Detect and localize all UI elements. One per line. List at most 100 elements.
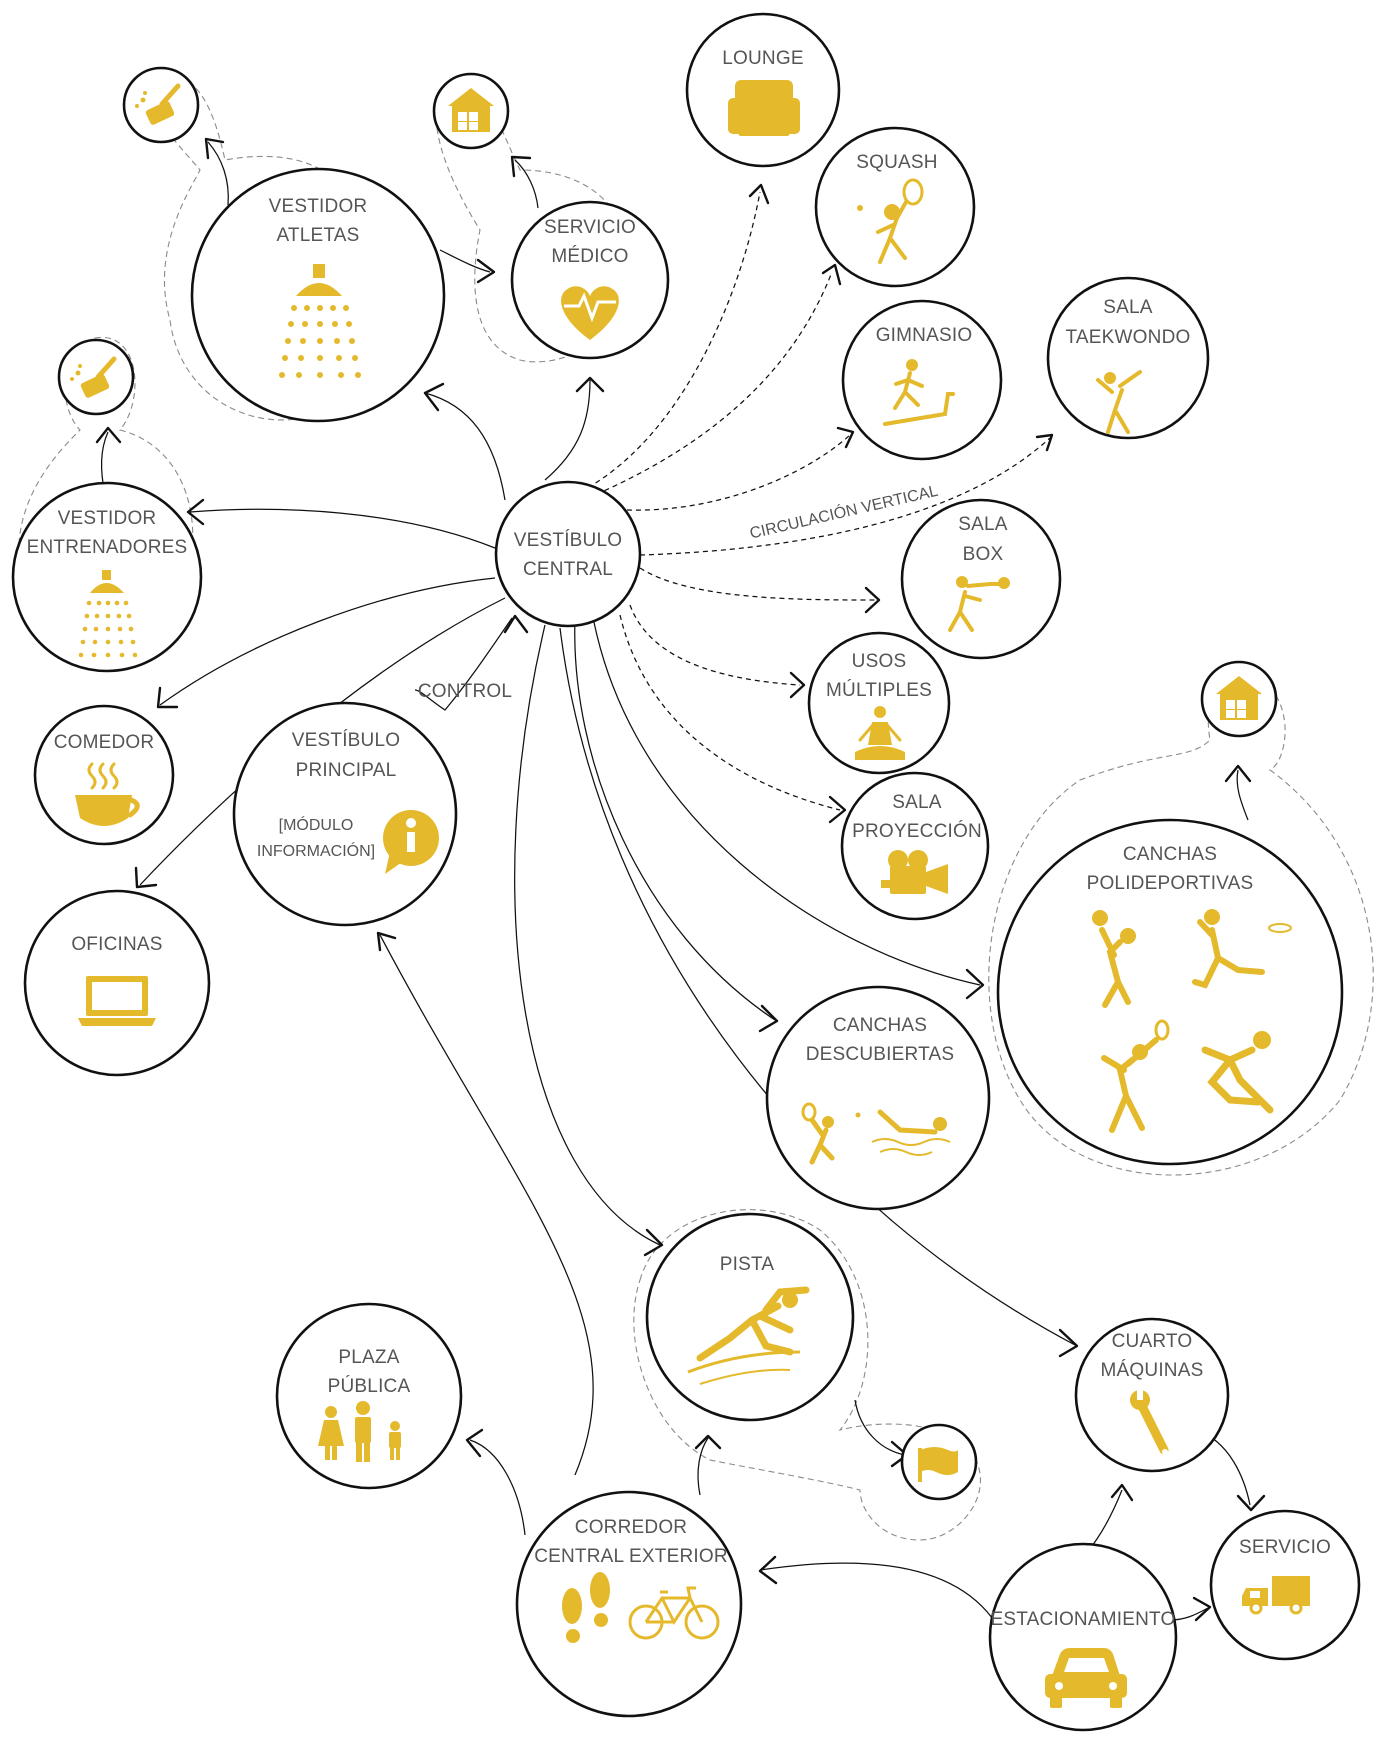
- node-servicio-medico: SERVICIO MÉDICO: [510, 200, 670, 360]
- node-servicio: SERVICIO: [1209, 1509, 1361, 1661]
- edge-central-vestidor-entrenadores: [189, 508, 496, 549]
- node-vestidor-atletas-line1: VESTIDOR: [269, 196, 368, 217]
- arrow-box: [864, 586, 881, 614]
- satellite-warehouse-1: [432, 72, 510, 150]
- node-plaza-publica: PLAZA PÚBLICA: [275, 1302, 463, 1490]
- boxer-icon: [948, 576, 1010, 632]
- halo-pista: [633, 1209, 981, 1541]
- satellite-flag: [900, 1423, 978, 1501]
- arrow-vestidor-atletas: [423, 382, 445, 412]
- car-icon: [1045, 1648, 1127, 1708]
- edge-corredor-pista: [697, 1437, 709, 1496]
- node-corredor-central-exterior: CORREDOR CENTRAL EXTERIOR: [515, 1490, 743, 1718]
- arrow-servicio: [1192, 1596, 1212, 1622]
- meditation-icon: [855, 706, 905, 760]
- arrowheads: [95, 137, 1266, 1622]
- edge-pista-satellite: [854, 1399, 906, 1456]
- edge-label-control: CONTROL: [418, 681, 512, 702]
- edge-central-comedor: [159, 577, 496, 706]
- edge-dash-proyeccion: [619, 614, 841, 811]
- edge-atletas-medico: [439, 249, 491, 273]
- warehouse-icon: [448, 88, 494, 132]
- node-squash-label: SQUASH: [856, 152, 937, 173]
- arrow-corredor-pista: [694, 1434, 722, 1450]
- cleaning-icon: [70, 356, 117, 398]
- node-plaza-publica-line1: PLAZA: [338, 1347, 399, 1368]
- node-servicio-medico-line1: SERVICIO: [544, 217, 636, 238]
- halo-canchas-polideportivas: [988, 669, 1374, 1176]
- warehouse-icon: [1216, 676, 1262, 720]
- arrow-corredor-vestibulo-principal: [376, 931, 397, 952]
- arrow-gimnasio: [836, 426, 855, 449]
- edge-medico-satellite: [514, 159, 539, 209]
- info-bubble-icon: [383, 810, 439, 874]
- arrow-proyeccion: [828, 795, 847, 824]
- satellite-cleaning-1: [122, 66, 200, 144]
- node-canchas-descubiertas-line1: CANCHAS: [833, 1015, 927, 1036]
- arrow-cuarto-servicio: [1236, 1494, 1266, 1512]
- node-vestidor-entrenadores-line1: VESTIDOR: [58, 508, 157, 529]
- arrow-cuarto-maquinas: [1058, 1328, 1079, 1358]
- node-sala-taekwondo-line1: SALA: [1103, 297, 1153, 318]
- node-comedor: COMEDOR: [33, 704, 175, 846]
- heart-pulse-icon: [561, 286, 619, 340]
- node-servicio-label: SERVICIO: [1239, 1537, 1331, 1558]
- node-cuarto-maquinas-line2: MÁQUINAS: [1101, 1360, 1204, 1381]
- cleaning-icon: [135, 83, 181, 125]
- node-pista-label: PISTA: [720, 1254, 775, 1275]
- node-usos-multiples-line1: USOS: [852, 651, 907, 672]
- arrow-canchas-satellite: [1224, 764, 1252, 783]
- node-servicio-medico-line2: MÉDICO: [551, 246, 628, 267]
- kick-icon: [1096, 370, 1142, 434]
- node-vestidor-entrenadores: VESTIDOR ENTRENADORES: [11, 481, 203, 673]
- node-canchas-descubiertas-line2: DESCUBIERTAS: [806, 1044, 954, 1065]
- node-sala-taekwondo-line2: TAEKWONDO: [1066, 327, 1191, 348]
- node-sala-proyeccion-line2: PROYECCIÓN: [852, 820, 982, 842]
- node-pista: PISTA: [645, 1212, 855, 1422]
- edge-central-canchas-descubiertas: [574, 617, 776, 1021]
- arrow-servicio-medico: [575, 376, 605, 393]
- arrow-entrenadores-satellite: [95, 426, 122, 444]
- node-vestibulo-central: VESTÍBULO CENTRAL: [494, 480, 642, 628]
- wrench-icon: [1130, 1390, 1169, 1455]
- edge-central-vestidor-atletas: [424, 392, 506, 501]
- sprinter-icon: [687, 1286, 810, 1385]
- shower-icon: [279, 264, 361, 378]
- node-sala-proyeccion: SALA PROYECCIÓN: [840, 771, 990, 921]
- node-vestidor-atletas-line2: ATLETAS: [276, 225, 359, 246]
- edge-dash-taekwondo: [639, 437, 1051, 556]
- arrow-corredor: [758, 1555, 778, 1585]
- arrow-canchas-polideportivas: [965, 968, 985, 1000]
- edge-atletas-satellite: [207, 141, 229, 206]
- arrow-pista: [643, 1228, 664, 1257]
- treadmill-icon: [883, 359, 955, 426]
- node-corredor-line2: CENTRAL EXTERIOR: [534, 1546, 728, 1567]
- arrow-atletas-medico: [476, 258, 496, 284]
- node-cuarto-maquinas: CUARTO MÁQUINAS: [1074, 1317, 1230, 1473]
- node-vestibulo-principal-line4: INFORMACIÓN]: [257, 841, 375, 860]
- node-gimnasio: GIMNASIO: [841, 299, 1003, 461]
- arrow-canchas-descubiertas: [758, 1004, 779, 1033]
- node-vestibulo-principal-line2: PRINCIPAL: [296, 760, 397, 781]
- tennis-swimmer-icon: [801, 1102, 951, 1165]
- shower-drops: [279, 305, 361, 378]
- edge-dash-box: [639, 567, 876, 601]
- sports-players-icon: [1092, 909, 1292, 1133]
- node-vestibulo-principal: VESTÍBULO PRINCIPAL [MÓDULO INFORMACIÓN]: [232, 701, 458, 927]
- node-oficinas: OFICINAS: [23, 889, 211, 1077]
- node-sala-box: SALA BOX: [900, 498, 1062, 660]
- node-estacionamiento-label: ESTACIONAMIENTO: [991, 1609, 1176, 1630]
- arrow-medico-satellite: [510, 155, 532, 178]
- arrow-atletas-satellite: [204, 137, 225, 160]
- node-lounge-label: LOUNGE: [722, 48, 803, 69]
- edge-dash-usos: [629, 604, 801, 686]
- arrow-vestidor-entrenadores: [186, 498, 205, 526]
- node-canchas-polideportivas-line2: POLIDEPORTIVAS: [1087, 873, 1254, 894]
- edge-corredor-plaza: [469, 1439, 526, 1536]
- node-gimnasio-label: GIMNASIO: [876, 325, 973, 346]
- flag-icon: [918, 1447, 958, 1482]
- node-sala-box-line1: SALA: [958, 514, 1008, 535]
- node-vestibulo-principal-line3: [MÓDULO: [279, 815, 354, 834]
- node-corredor-line1: CORREDOR: [575, 1517, 687, 1538]
